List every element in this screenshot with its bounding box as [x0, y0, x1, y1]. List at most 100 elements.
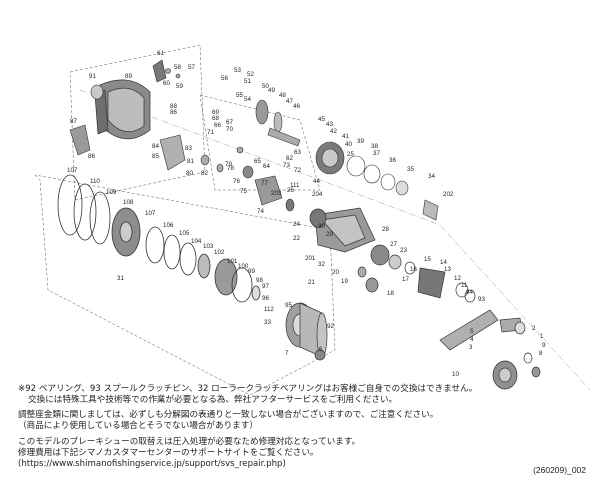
- part-label: 75: [240, 188, 247, 195]
- part-label: 43: [326, 121, 333, 128]
- note-bearing: ※92 ベアリング、93 スプールクラッチピン、32 ローラークラッチベアリング…: [18, 384, 478, 394]
- part-label: 35: [407, 166, 414, 173]
- part-label: 85: [152, 153, 159, 160]
- part-label: 95: [285, 302, 292, 309]
- part-label: 58: [174, 64, 181, 71]
- part-label: 28: [382, 226, 389, 233]
- part-label: 20: [332, 269, 339, 276]
- part-label: 73: [283, 162, 290, 169]
- part-label: 110: [90, 178, 100, 185]
- part-label: 84: [152, 143, 159, 150]
- part-label: 97: [262, 283, 269, 290]
- part-label: 15: [424, 256, 431, 263]
- part-label: 71: [207, 129, 214, 136]
- part-label: 100: [238, 263, 249, 270]
- part-label: 29: [326, 231, 333, 238]
- part-label: 87: [70, 118, 77, 125]
- part-label: 5: [470, 328, 474, 335]
- part-label: 93: [478, 296, 485, 303]
- part-label: 106: [163, 222, 174, 229]
- part-label: 62: [286, 155, 293, 162]
- part-label: 41: [342, 133, 349, 140]
- part-label: 108: [123, 199, 134, 206]
- part-label: 64: [263, 163, 270, 170]
- part-label: 91: [89, 73, 96, 80]
- part-label: 109: [106, 189, 117, 196]
- part-label: 33: [264, 319, 271, 326]
- part-label: 65: [254, 158, 261, 165]
- part-label: 53: [234, 67, 241, 74]
- part-label: 14: [440, 259, 447, 266]
- part-label: 16: [410, 266, 417, 273]
- part-label: 83: [185, 145, 192, 152]
- part-label: 77: [261, 180, 268, 187]
- part-label: 21: [308, 279, 315, 286]
- part-label: 66: [214, 122, 221, 129]
- part-label: 202: [443, 191, 454, 198]
- gear-group-outline: [199, 94, 321, 191]
- part-label: 63: [294, 149, 301, 156]
- part-label: 26: [287, 187, 294, 194]
- part-label: 8: [539, 350, 543, 357]
- part-label: 74: [257, 208, 264, 215]
- part-label: 49: [268, 87, 275, 94]
- part-label: 76: [233, 178, 240, 185]
- part-label: 27: [390, 241, 397, 248]
- part-label: 105: [179, 230, 190, 237]
- part-label: 89: [125, 73, 132, 80]
- part-label: 30: [318, 223, 325, 230]
- part-label: 4: [470, 336, 474, 343]
- part-label: 55: [236, 92, 243, 99]
- part-label: 101: [227, 258, 238, 265]
- part-label: 69: [212, 109, 219, 116]
- part-label: 44: [313, 178, 320, 185]
- thumb-bar: [69, 124, 186, 171]
- part-label: 39: [357, 138, 364, 145]
- part-label: 17: [402, 276, 409, 283]
- note-repair-cost: 修理費用は下記シマノカスタマーセンターのサポートサイトをご覧ください。: [18, 448, 319, 458]
- part-label: 3: [469, 344, 473, 351]
- part-label: 42: [330, 128, 337, 135]
- part-label: 6: [319, 346, 323, 353]
- part-label: 52: [247, 71, 254, 78]
- part-label: 54: [244, 96, 251, 103]
- reel-frame: [94, 79, 151, 140]
- handle: [439, 309, 541, 390]
- part-label: 13: [444, 266, 451, 273]
- part-label: 68: [212, 115, 219, 122]
- part-label: 103: [203, 243, 214, 250]
- part-label: 70: [226, 126, 233, 133]
- part-label: 22: [293, 235, 300, 242]
- part-label: 24: [293, 221, 300, 228]
- part-label: 94: [466, 289, 473, 296]
- note-brake-shoe: このモデルのブレーキシューの取替えは圧入処理が必要なため修理対応となっています。: [18, 437, 361, 447]
- part-label: 2: [532, 325, 536, 332]
- part-label: 204: [312, 191, 323, 198]
- part-label: 34: [428, 173, 435, 180]
- part-label: 80: [186, 170, 193, 177]
- note-service: 交換には特殊工具や技術等での作業が必要となる為、弊社アフターサービスをご利用くだ…: [28, 395, 398, 405]
- part-label: 61: [157, 50, 164, 57]
- note-url[interactable]: (https://www.shimanofishingservice.jp/su…: [18, 459, 286, 469]
- part-label: 67: [226, 119, 233, 126]
- part-label: 32: [318, 261, 325, 268]
- part-label: 56: [221, 75, 228, 82]
- part-label: 86: [88, 153, 95, 160]
- part-91: [90, 84, 104, 100]
- part-label: 107: [67, 167, 78, 174]
- spool-brake-rings: [57, 174, 261, 303]
- part-label: 9: [542, 342, 546, 349]
- part-label: 40: [345, 141, 352, 148]
- drive-gear-train: [255, 99, 439, 221]
- part-label: 51: [244, 78, 251, 85]
- part-label: 86: [170, 109, 177, 116]
- part-label: 111: [290, 182, 300, 189]
- diagram-code: (260209)_002: [533, 465, 586, 475]
- part-label: 102: [214, 249, 225, 256]
- note-usage: （商品により使用している場合とそうでない場合があります）: [18, 421, 258, 431]
- part-label: 60: [163, 80, 170, 87]
- part-label: 88: [170, 103, 177, 110]
- part-label: 23: [400, 247, 407, 254]
